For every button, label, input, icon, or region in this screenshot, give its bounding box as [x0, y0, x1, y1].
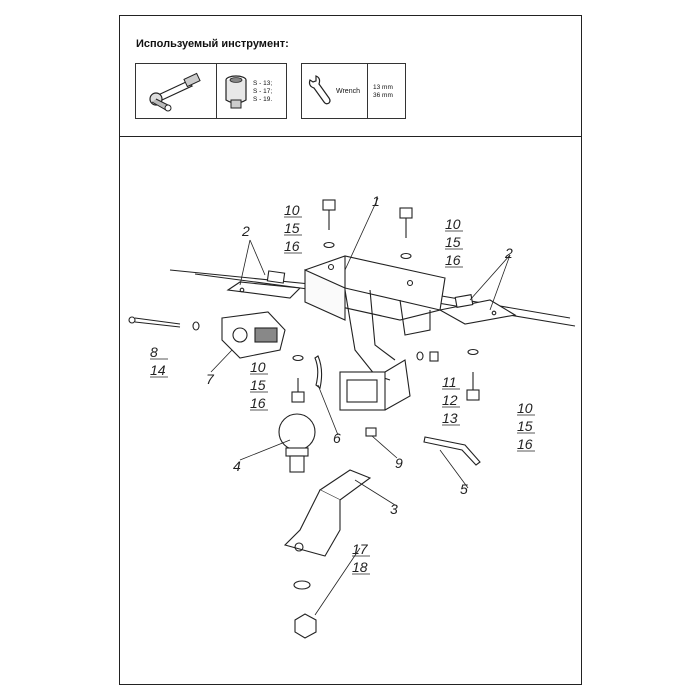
- tools-table: S - 13; S - 17; S - 19. Wrench 13 mm 36 …: [135, 63, 406, 119]
- wrench-icon: [308, 75, 331, 105]
- socket-size: S - 19.: [253, 96, 273, 103]
- bolt: [291, 199, 480, 437]
- tool-cell-sizes: 13 mm 36 mm: [368, 63, 406, 119]
- callout-8: 8: [150, 344, 158, 360]
- mounting-bracket: [226, 270, 517, 325]
- callout-12: 12: [442, 392, 458, 408]
- callout-16: 16: [284, 238, 300, 254]
- wrench-size: 36 mm: [373, 92, 393, 99]
- hitch-pin: [423, 436, 481, 466]
- callout-10: 10: [284, 202, 300, 218]
- callout-10: 10: [517, 400, 533, 416]
- callout-7: 7: [206, 371, 215, 387]
- socket-icon: [225, 75, 247, 109]
- callout-10: 10: [250, 359, 266, 375]
- callout-labels: 1 2 2 3 4 5 6 7 8 14 9 10 15 16 10 15 16…: [150, 193, 533, 575]
- socket-size: S - 17;: [253, 88, 273, 95]
- callout-16: 16: [517, 436, 533, 452]
- callout-15: 15: [284, 220, 300, 236]
- tools-title: Используемый инструмент:: [136, 38, 289, 50]
- callout-13: 13: [442, 410, 458, 426]
- tool-cell-ratchet: [135, 63, 217, 119]
- long-bolt: [128, 316, 200, 331]
- socket-size: S - 13;: [253, 80, 273, 87]
- washer: [292, 241, 479, 590]
- callout-16: 16: [250, 395, 266, 411]
- callout-14: 14: [150, 362, 166, 378]
- nut: [294, 351, 439, 639]
- tools-header: Используемый инструмент:: [120, 16, 581, 137]
- tow-ball: [278, 413, 316, 473]
- ball-mount-shank: [283, 469, 372, 557]
- callout-9: 9: [395, 455, 403, 471]
- leader-line: [210, 197, 511, 616]
- callout-16: 16: [445, 252, 461, 268]
- hitch-plate: [221, 311, 286, 359]
- receiver-crossmember: [304, 255, 446, 411]
- callout-underlines: [150, 216, 535, 575]
- callout-15: 15: [445, 234, 461, 250]
- callout-2: 2: [504, 245, 513, 261]
- wrench-size: 13 mm: [373, 84, 393, 91]
- callout-11: 11: [442, 374, 457, 390]
- callout-4: 4: [233, 458, 241, 474]
- callout-15: 15: [517, 418, 533, 434]
- tool-cell-socket: S - 13; S - 17; S - 19.: [217, 63, 287, 119]
- tool-cell-wrench: Wrench: [301, 63, 368, 119]
- wrench-label: Wrench: [336, 88, 360, 95]
- callout-15: 15: [250, 377, 266, 393]
- callout-5: 5: [460, 481, 468, 497]
- callout-17: 17: [352, 541, 369, 557]
- callout-3: 3: [390, 501, 398, 517]
- callout-6: 6: [333, 430, 341, 446]
- ratchet-handle-icon: [149, 72, 201, 112]
- callout-10: 10: [445, 216, 461, 232]
- spring-pin: [314, 355, 323, 389]
- drawing-frame: Используемый инструмент:: [119, 15, 582, 685]
- callout-2: 2: [241, 223, 250, 239]
- callout-1: 1: [372, 193, 380, 209]
- callout-18: 18: [352, 559, 368, 575]
